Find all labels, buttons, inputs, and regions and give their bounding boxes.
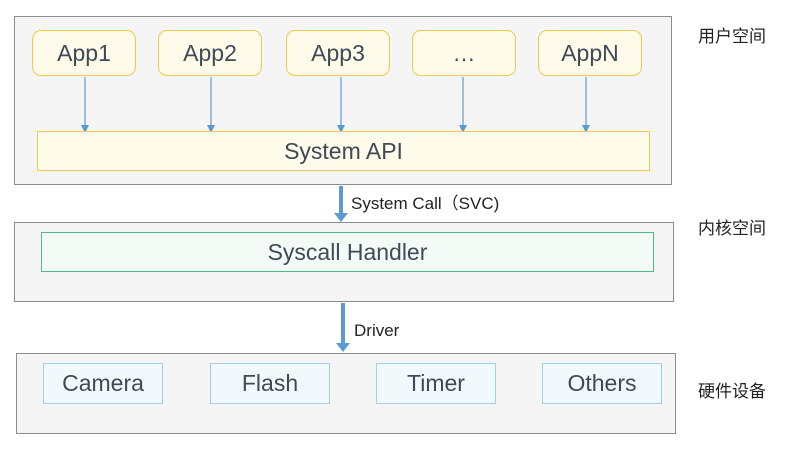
device-label: Flash	[241, 370, 299, 396]
system-call-label: System Call（SVC)	[351, 194, 500, 213]
system-call-arrowhead	[334, 213, 348, 222]
app-label: App2	[183, 39, 237, 66]
kernel-space-label: 内核空间	[698, 219, 766, 238]
app-label: App3	[311, 39, 365, 66]
app-box-2: App2	[158, 30, 262, 76]
driver-arrowhead	[336, 343, 350, 352]
syscall-handler-label: Syscall Handler	[267, 238, 428, 265]
device-timer: Timer	[376, 363, 496, 404]
device-label: Others	[567, 370, 637, 396]
app-box-1: App1	[32, 30, 136, 76]
system-api-box: System API	[37, 131, 650, 171]
app-label: …	[452, 39, 476, 66]
app-label: App1	[57, 39, 111, 66]
device-flash: Flash	[210, 363, 330, 404]
hardware-label: 硬件设备	[698, 382, 766, 401]
device-others: Others	[542, 363, 662, 404]
app-box-n: AppN	[538, 30, 642, 76]
user-space-label: 用户空间	[698, 27, 766, 46]
app-box-3: App3	[286, 30, 390, 76]
app-label: AppN	[561, 39, 619, 66]
syscall-handler-box: Syscall Handler	[41, 232, 654, 272]
app-box-ellipsis: …	[412, 30, 516, 76]
system-api-label: System API	[284, 137, 403, 164]
device-camera: Camera	[43, 363, 163, 404]
device-label: Camera	[62, 370, 144, 396]
device-label: Timer	[407, 370, 465, 396]
driver-label: Driver	[354, 321, 400, 340]
